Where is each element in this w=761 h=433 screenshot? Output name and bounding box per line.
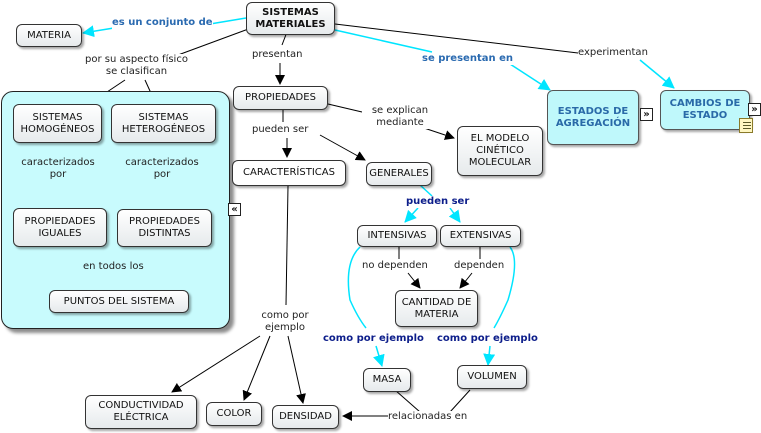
arrow-conductividad <box>171 335 261 393</box>
link-como-por-ejemplo-1: como por ejemplo <box>252 310 318 334</box>
link-no-dependen: no dependen <box>362 260 428 272</box>
arrow-cambios <box>639 59 675 89</box>
node-propiedades-iguales[interactable]: PROPIEDADES IGUALES <box>13 208 107 247</box>
node-intensivas[interactable]: INTENSIVAS <box>357 225 437 247</box>
node-densidad[interactable]: DENSIDAD <box>272 405 339 429</box>
collapse-icon[interactable]: « <box>228 203 241 216</box>
arrow-masa <box>373 345 385 367</box>
node-color[interactable]: COLOR <box>206 402 262 426</box>
node-extensivas[interactable]: EXTENSIVAS <box>440 225 521 247</box>
arrow-volumen <box>483 345 496 366</box>
link-presentan: presentan <box>252 49 303 61</box>
line-explican <box>327 103 363 113</box>
line-int-ej <box>347 246 367 329</box>
link-pueden-ser-1: pueden ser <box>252 124 309 136</box>
link-relacionadas-en: relacionadas en <box>388 411 468 423</box>
arrow-cantidad-2 <box>459 272 473 289</box>
link-por-su-aspecto: por su aspecto físico se clasifican <box>80 54 193 78</box>
link-caracterizados-por-1: caracterizados por <box>18 157 98 181</box>
node-cantidad-materia[interactable]: CANTIDAD DE MATERIA <box>395 290 478 327</box>
node-volumen[interactable]: VOLUMEN <box>457 365 527 389</box>
arrow-extensivas <box>448 207 461 223</box>
node-generales[interactable]: GENERALES <box>366 162 432 186</box>
node-conductividad[interactable]: CONDUCTIVIDAD ELÉCTRICA <box>85 395 197 429</box>
arrow-estados <box>509 63 551 91</box>
link-caracterizados-por-2: caracterizados por <box>120 157 204 181</box>
link-es-un-conjunto-de: es un conjunto de <box>112 17 213 29</box>
line-volumen-rel <box>449 389 471 413</box>
arrow-cantidad-1 <box>407 272 421 289</box>
line-masa-rel <box>394 389 421 413</box>
node-sistemas-homogeneos[interactable]: SISTEMAS HOMOGÉNEOS <box>13 104 102 143</box>
node-sistemas-materiales[interactable]: SISTEMAS MATERIALES <box>246 2 335 35</box>
line-gen-pueden <box>419 184 433 197</box>
link-se-presentan-en: se presentan en <box>422 53 513 65</box>
link-en-todos-los: en todos los <box>83 261 144 273</box>
node-estados-agregacion[interactable]: ESTADOS DE AGREGACIÓN <box>547 90 639 145</box>
node-puntos-del-sistema[interactable]: PUNTOS DEL SISTEMA <box>49 290 189 313</box>
link-pueden-ser-2: pueden ser <box>406 196 470 208</box>
link-dependen: dependen <box>454 260 505 272</box>
line-se-presentan <box>334 29 433 53</box>
node-propiedades-distintas[interactable]: PROPIEDADES DISTINTAS <box>117 209 212 247</box>
arrow-color <box>242 335 271 401</box>
arrow-intensivas <box>404 207 419 223</box>
expand-icon[interactable]: » <box>640 108 653 121</box>
link-como-por-ejemplo-2: como por ejemplo <box>323 333 424 345</box>
expand-icon[interactable]: » <box>748 103 761 116</box>
node-propiedades[interactable]: PROPIEDADES <box>233 86 328 110</box>
arrow-modelo <box>423 127 455 140</box>
node-sistemas-heterogeneos[interactable]: SISTEMAS HETEROGÉNEOS <box>111 104 216 143</box>
line-caract-ej <box>285 185 289 306</box>
node-cambios-estado[interactable]: CAMBIOS DE ESTADO <box>660 90 750 130</box>
arrow-densidad <box>287 335 306 404</box>
link-experimentan: experimentan <box>578 47 648 59</box>
line-ext-ej <box>493 246 516 329</box>
arrow-generales <box>319 134 366 161</box>
link-se-explican-mediante: se explican mediante <box>362 105 438 129</box>
document-icon[interactable] <box>739 118 753 133</box>
line-materia <box>209 17 247 25</box>
link-como-por-ejemplo-3: como por ejemplo <box>437 333 538 345</box>
node-caracteristicas[interactable]: CARACTERÍSTICAS <box>232 160 346 186</box>
node-modelo-cinetico[interactable]: EL MODELO CINÉTICO MOLECULAR <box>457 126 543 176</box>
node-materia[interactable]: MATERIA <box>16 24 82 47</box>
line-experimentan <box>334 23 579 54</box>
node-masa[interactable]: MASA <box>363 368 411 392</box>
